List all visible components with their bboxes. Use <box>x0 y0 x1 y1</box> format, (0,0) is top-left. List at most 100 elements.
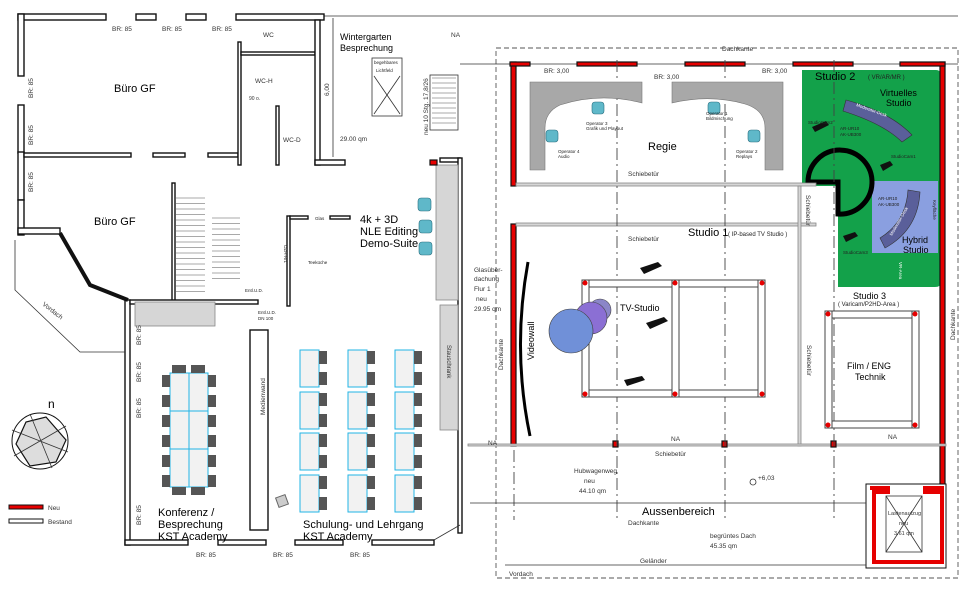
compass-rose: n <box>11 397 69 470</box>
wall-new <box>684 61 746 67</box>
desk <box>394 349 415 388</box>
desk <box>347 474 368 513</box>
label-operator-2: Operator 2 <box>736 149 758 154</box>
label-sliding-door: Schiebetür <box>805 345 812 377</box>
label-na: NA <box>488 440 498 447</box>
room-studio-3-sub: ( Varicam/P2HD-Area ) <box>838 302 899 308</box>
wall-new <box>510 223 517 447</box>
label-area: 29.00 qm <box>340 136 367 143</box>
desk <box>347 391 368 430</box>
room-studio-2-sub: ( VR/AR/MR ) <box>868 75 905 81</box>
label-window: BR: 85 <box>136 362 143 382</box>
label-green-roof-area: 45.35 qm <box>710 543 737 550</box>
room-konferenz: Besprechung <box>158 519 223 531</box>
label-hubwagenweg: Hubwagenweg <box>574 468 617 475</box>
chair-icon <box>367 434 375 447</box>
training-desks <box>299 349 422 513</box>
truss-point <box>825 422 831 428</box>
partition-wall <box>515 182 817 187</box>
chair-icon <box>367 393 375 406</box>
label-window: BR: 85 <box>162 26 182 33</box>
moderator-desk-virtual <box>842 99 913 143</box>
label-ventilation: DN 100 <box>258 316 274 321</box>
label-sliding-door: Schiebetür <box>655 451 687 458</box>
desk <box>347 349 368 388</box>
camera-icon <box>640 262 662 274</box>
chair-icon <box>414 414 422 427</box>
lift-wall-new <box>870 486 944 564</box>
partition-wall <box>515 222 817 227</box>
label-canopy: Vordach <box>509 571 533 578</box>
label-window: BR: 85 <box>273 552 293 559</box>
truss-point <box>825 311 831 317</box>
label-ventilation: Entl.U.D. <box>245 288 263 293</box>
wall-new <box>510 61 517 187</box>
pillar-new <box>721 440 728 448</box>
chair-icon <box>172 365 186 373</box>
chair-icon <box>414 393 422 406</box>
label-dimension: 6,00 <box>324 83 331 96</box>
table-segment <box>188 372 209 412</box>
chair-icon <box>367 455 375 468</box>
chair-operator-2 <box>747 129 761 143</box>
label-studiocam3: StudioCam3 <box>843 250 868 255</box>
room-teekueche: Teeküche <box>308 260 328 265</box>
chair-icon <box>319 393 327 406</box>
legend-swatch-bestand <box>8 518 44 524</box>
label-na: NA <box>451 32 461 39</box>
partition-wall <box>467 443 947 447</box>
desk <box>299 391 320 430</box>
projector-box <box>274 493 290 509</box>
label-hybrid-studio: Hybrid <box>902 235 928 245</box>
chair-icon <box>162 435 170 447</box>
chair-icon <box>319 434 327 447</box>
label-robot-arm: AR-UR10 <box>840 126 860 131</box>
chair-operator-3 <box>591 101 605 115</box>
truss-point <box>759 280 765 286</box>
room-schulung: Schulung- und Lehrgang <box>303 519 423 531</box>
studio3-truss <box>824 310 920 429</box>
label-virtual-studio: Virtuelles <box>880 88 917 98</box>
desk <box>299 349 320 388</box>
label-window: BR: 85 <box>136 398 143 418</box>
light-circle <box>548 308 594 354</box>
wall-new <box>576 61 638 67</box>
desk <box>394 432 415 471</box>
label-window: BR: 85 <box>136 505 143 525</box>
room-film-eng: Film / ENG <box>847 361 891 371</box>
pillar-new <box>429 159 438 166</box>
chair-icon <box>208 475 216 487</box>
room-wintergarten: Wintergarten <box>340 32 392 42</box>
label-sliding-door: Schiebetür <box>628 236 660 243</box>
camera-icon <box>624 376 645 386</box>
partition-wall <box>797 185 802 447</box>
label-dachkante: Dachkante <box>950 309 957 340</box>
chair-icon <box>414 351 422 364</box>
chair-operator-4 <box>545 129 559 143</box>
room-buero-gf: Büro GF <box>94 216 136 228</box>
label-window: BR: 85 <box>112 26 132 33</box>
staircase-steps <box>432 77 456 124</box>
chair-icon <box>162 375 170 387</box>
label-window: BR: 85 <box>212 26 232 33</box>
chair-icon <box>208 435 216 447</box>
lift-cabin <box>885 495 923 553</box>
label-window: BR: 85 <box>28 78 35 98</box>
chair-icon <box>162 455 170 467</box>
room-studio-1: Studio 1 <box>688 227 728 239</box>
label-hybrid-studio: Studio <box>903 245 929 255</box>
truss-point <box>672 280 678 286</box>
label-ventilation: Entl.U.D. <box>258 310 276 315</box>
label-corridor: dachung <box>474 276 499 283</box>
label-light-field: begehbares <box>374 60 399 65</box>
label-window: BR: 85 <box>196 552 216 559</box>
label-lift: neu <box>899 521 908 527</box>
room-wintergarten: Besprechung <box>340 43 393 53</box>
label-operator-4-role: Audio <box>558 154 570 159</box>
label-lift-area: 3.61 qm <box>894 531 914 537</box>
label-dachkante: Dachkante <box>722 46 753 53</box>
moderator-desk-hybrid <box>879 189 921 249</box>
label-sliding-door: Schiebetür <box>628 171 660 178</box>
chair-icon <box>191 487 205 495</box>
label-camera-model: AK-UB300 <box>878 202 900 207</box>
